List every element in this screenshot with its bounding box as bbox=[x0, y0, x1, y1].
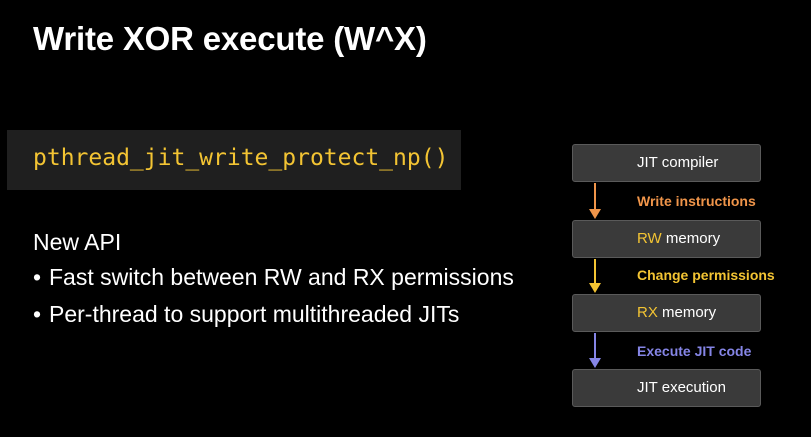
node-label-suffix: memory bbox=[657, 304, 717, 321]
node-label: JIT execution bbox=[637, 379, 726, 396]
rx-memory-box: RX memory bbox=[572, 294, 761, 332]
edge-label-write-instructions: Write instructions bbox=[637, 193, 756, 209]
slide-title: Write XOR execute (W^X) bbox=[33, 20, 427, 57]
arrow-change-permissions bbox=[589, 259, 601, 293]
api-heading: New API bbox=[33, 229, 122, 255]
code-block: pthread_jit_write_protect_np() bbox=[7, 130, 461, 190]
jit-compiler-box: JIT compiler bbox=[572, 144, 761, 182]
arrow-execute-jit-code bbox=[589, 333, 601, 368]
bullet-text: Per-thread to support multithreaded JITs bbox=[49, 301, 460, 327]
bullet-text: Fast switch between RW and RX permission… bbox=[49, 264, 514, 290]
bullet-dot-icon: • bbox=[33, 301, 42, 327]
node-label-suffix: memory bbox=[661, 230, 721, 247]
jit-execution-box: JIT execution bbox=[572, 369, 761, 407]
bullet-dot-icon: • bbox=[33, 264, 42, 290]
arrow-write-instructions bbox=[589, 183, 601, 219]
rw-memory-box: RW memory bbox=[572, 220, 761, 258]
bullet-item: • Fast switch between RW and RX permissio… bbox=[33, 264, 514, 291]
node-label: RW memory bbox=[637, 221, 720, 257]
permission-prefix: RX bbox=[637, 304, 658, 321]
edge-label-execute-jit-code: Execute JIT code bbox=[637, 343, 752, 359]
node-label: JIT compiler bbox=[637, 154, 719, 171]
api-function-name: pthread_jit_write_protect_np() bbox=[33, 145, 449, 171]
edge-label-change-permissions: Change permissions bbox=[637, 267, 775, 283]
bullet-item: • Per-thread to support multithreaded JIT… bbox=[33, 301, 459, 328]
node-label: RX memory bbox=[637, 295, 716, 331]
permission-prefix: RW bbox=[637, 230, 662, 247]
